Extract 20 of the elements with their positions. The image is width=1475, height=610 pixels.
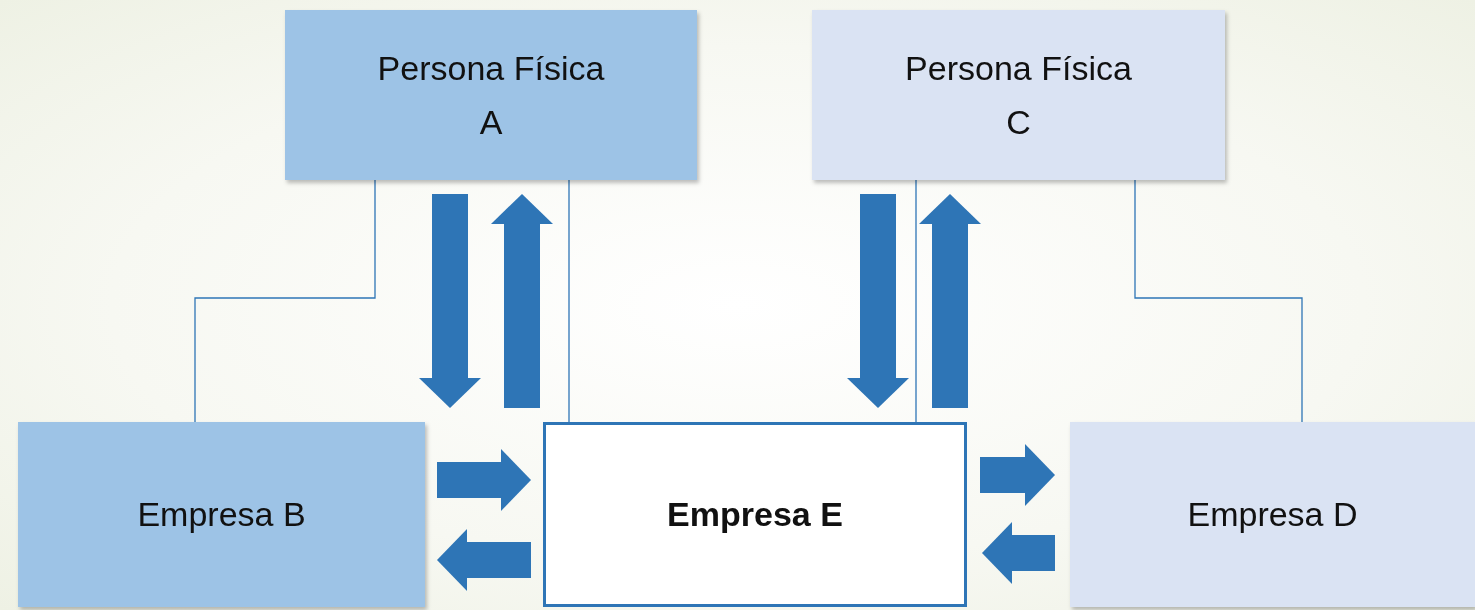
node-label: Persona Física A bbox=[376, 47, 606, 143]
connector-line bbox=[915, 179, 917, 423]
block-arrow bbox=[491, 194, 553, 408]
block-arrow bbox=[847, 194, 909, 408]
connector-line bbox=[568, 179, 570, 423]
company-box bbox=[543, 422, 967, 607]
person-box bbox=[812, 10, 1225, 180]
block-arrow bbox=[982, 522, 1055, 584]
person-box bbox=[285, 10, 697, 180]
connector-line bbox=[1134, 179, 1303, 423]
block-arrow bbox=[919, 194, 981, 408]
node-label: Empresa B bbox=[137, 494, 306, 536]
company-box bbox=[18, 422, 425, 607]
node-label: Persona Física C bbox=[904, 47, 1133, 143]
connector-line bbox=[194, 179, 376, 423]
company-box bbox=[1070, 422, 1475, 607]
node-label: Empresa D bbox=[1187, 494, 1358, 536]
block-arrow bbox=[980, 444, 1055, 506]
node-label: Empresa E bbox=[667, 494, 843, 536]
block-arrow bbox=[437, 529, 531, 591]
